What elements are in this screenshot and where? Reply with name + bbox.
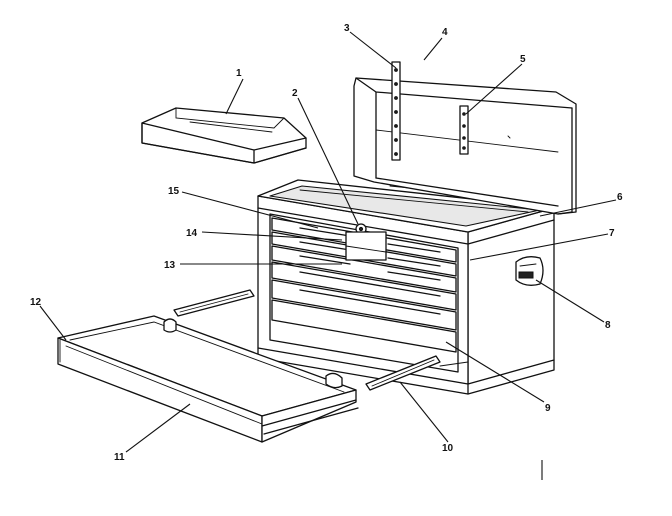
- drawer-slide-right: [365, 355, 441, 391]
- pulled-out-drawer: [57, 315, 359, 443]
- callout-3: 3: [344, 23, 350, 34]
- callout-10: 10: [442, 443, 454, 454]
- callout-8: 8: [605, 320, 611, 331]
- callout-15: 15: [168, 186, 180, 197]
- side-handle: [515, 256, 544, 286]
- callout-11: 11: [114, 452, 125, 463]
- callout-1: 1: [236, 68, 242, 79]
- callout-4: 4: [442, 27, 448, 38]
- callout-13: 13: [164, 260, 176, 271]
- callout-6: 6: [617, 192, 623, 203]
- lid-stay: [459, 105, 469, 155]
- callout-2: 2: [292, 88, 298, 99]
- drawer-slide-left: [173, 289, 255, 317]
- callout-12: 12: [30, 297, 42, 308]
- callout-labels: 1 2 3 4 5 6 7 8 9 10 11 12 13 14 15: [30, 23, 623, 463]
- tote-tray: [141, 107, 307, 164]
- callout-5: 5: [520, 54, 526, 65]
- hinge-strip: [391, 61, 401, 161]
- drawer-fronts: [271, 217, 457, 353]
- callout-9: 9: [545, 403, 551, 414]
- callout-7: 7: [609, 228, 615, 239]
- leader-lines: [39, 31, 617, 480]
- callout-14: 14: [186, 228, 198, 239]
